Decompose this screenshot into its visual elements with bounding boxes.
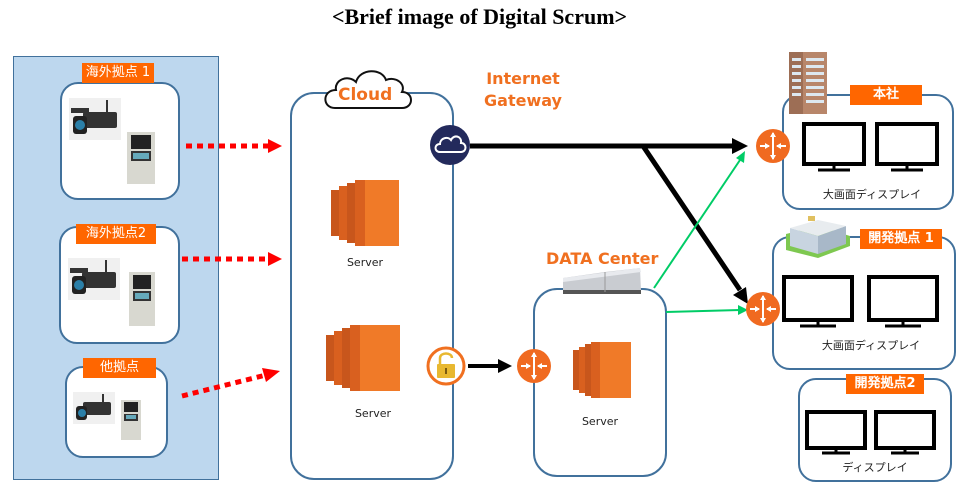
control-unit-icon-site-2 xyxy=(129,272,155,326)
internet-link-head-office xyxy=(470,138,748,154)
data-center-label: DATA Center xyxy=(546,249,659,268)
destination-label-dev-site-2: 開発拠点2 xyxy=(846,374,924,394)
vpn-lock-icon xyxy=(426,346,466,386)
destination-caption-dev-site-2: ディスプレイ xyxy=(842,461,908,474)
video-camera-icon-site-other xyxy=(73,392,115,424)
datacenter-link-dev-site-1 xyxy=(665,305,748,315)
dotted-arrow-site-2 xyxy=(182,252,282,266)
destination-caption-dev-site-1: 大画面ディスプレイ xyxy=(821,339,921,352)
cloud-label: Cloud xyxy=(338,85,393,105)
destination-caption-head-office: 大画面ディスプレイ xyxy=(822,188,922,201)
router-icon-head-office xyxy=(756,129,790,163)
video-camera-icon-site-2 xyxy=(68,258,120,300)
internet-gateway-label-line2: Gateway xyxy=(484,91,562,110)
cloud-icon xyxy=(324,70,412,109)
monitor-icon xyxy=(782,122,939,455)
datacenter-link-head-office xyxy=(653,151,745,289)
internet-gateway-icon xyxy=(430,125,470,165)
destination-box-dev-site-1 xyxy=(772,236,956,370)
server-icon-datacenter xyxy=(573,342,631,398)
destination-label-head-office: 本社 xyxy=(850,85,922,105)
diagram-title: <Brief image of Digital Scrum> xyxy=(331,4,628,29)
site-label-overseas-2: 海外拠点2 xyxy=(76,224,156,244)
control-unit-icon-site-1 xyxy=(127,132,155,184)
internet-gateway-label-line1: Internet xyxy=(486,69,560,88)
video-camera-icon-site-1 xyxy=(69,98,121,140)
site-label-overseas-1: 海外拠点 1 xyxy=(82,63,154,83)
server-icon-cloud-2 xyxy=(326,325,400,391)
head-office-building-icon xyxy=(789,52,827,114)
vpn-link-arrow xyxy=(468,359,512,373)
dev-site-building-icon xyxy=(786,216,850,258)
cloud-server-1-label: Server xyxy=(346,256,384,269)
destination-label-dev-site-1: 開発拠点 1 xyxy=(860,229,942,249)
router-icon-datacenter xyxy=(517,349,551,383)
data-center-building-icon xyxy=(563,268,641,294)
internet-link-dev-site-1 xyxy=(640,144,748,304)
site-label-other: 他拠点 xyxy=(83,358,156,378)
dotted-arrow-site-1 xyxy=(186,139,282,153)
router-icon-dev-site-1 xyxy=(746,292,780,326)
datacenter-server-label: Server xyxy=(581,415,619,428)
dotted-arrow-site-other xyxy=(181,368,280,399)
internet-gateway-label: Internet Gateway xyxy=(478,68,568,112)
cloud-server-2-label: Server xyxy=(354,407,392,420)
control-unit-icon-site-other xyxy=(121,400,141,440)
server-icon-cloud-1 xyxy=(331,180,399,246)
